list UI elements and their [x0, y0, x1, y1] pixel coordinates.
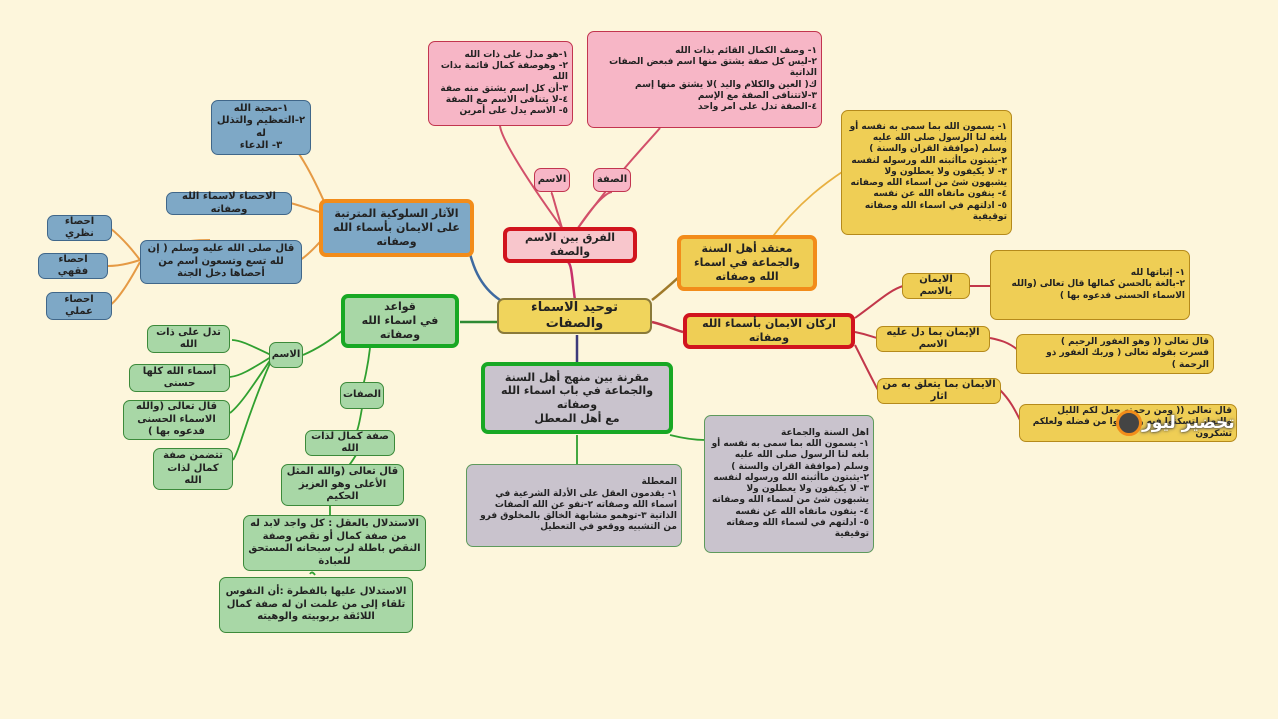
sifat-rule-4[interactable]: الاستدلال عليها بالفطرة :أن النفوس تلقاء… — [219, 577, 413, 633]
ism-rule-1[interactable]: تدل على ذات الله — [147, 325, 230, 353]
sifa-label[interactable]: الصفة — [593, 168, 631, 192]
branch-difference-title[interactable]: الفرق بين الاسم والصفة — [503, 227, 637, 263]
sifat-rule-2[interactable]: قال تعالى (والله المثل الأعلى وهو العزيز… — [281, 464, 404, 506]
muattila-text[interactable]: المعطلة ١- يقدمون العقل على الأدلة الشرع… — [466, 464, 682, 547]
branch-muataqad-title[interactable]: معتقد أهل السنة والجماعة في اسماء الله و… — [677, 235, 817, 291]
ihsa-hadith[interactable]: قال صلى الله عليه وسلم ( إن لله تسع وتسع… — [140, 240, 302, 284]
sifat-rule-1[interactable]: صفة كمال لذات الله — [305, 430, 395, 456]
ihsa-title[interactable]: الاحصاء لاسماء الله وصفاته — [166, 191, 292, 215]
athar-list[interactable]: ١-محبة الله ٢-التعظيم والتذلل له ٣- الدع… — [211, 100, 311, 155]
logo-text: تحضير ليور — [1142, 413, 1235, 433]
ahl-sunna-text[interactable]: اهل السنة والجماعة ١- يسمون الله بما سمى… — [704, 415, 874, 553]
ihsa-fiqhi[interactable]: احصاء فقهي — [38, 253, 108, 279]
ism-rule-4[interactable]: تتضمن صفة كمال لذات الله — [153, 448, 233, 490]
arkan-r2-text[interactable]: قال تعالى (( وهو الغفور الرحيم ) فسرت بق… — [1016, 334, 1214, 374]
arkan-r2-label[interactable]: الإيمان بما دل عليه الاسم — [876, 326, 990, 352]
ism-rule-3[interactable]: قال تعالى (والله الاسماء الحسنى فدعوه به… — [123, 400, 230, 440]
branch-qawaid-title[interactable]: قواعد في اسماء الله وصفاته — [341, 294, 459, 348]
ism-definition[interactable]: ١-هو مدل على ذات الله ٢- وهوصفة كمال قائ… — [428, 41, 573, 126]
ism-rule-2[interactable]: أسماء الله كلها حسنى — [129, 364, 230, 392]
branch-arkan-title[interactable]: اركان الايمان بأسماء الله وصفاته — [683, 313, 855, 349]
arkan-r1-label[interactable]: الايمان بالاسم — [902, 273, 970, 299]
watermark-logo: تحضير ليور — [1112, 404, 1274, 442]
logo-mark-icon — [1116, 410, 1142, 436]
sifat-rule-3[interactable]: الاستدلال بالعقل : كل واجد لابد له من صف… — [243, 515, 426, 571]
sifa-definition[interactable]: ١- وصف الكمال القائم بذات الله ٢-ليس كل … — [587, 31, 822, 128]
ihsa-amali[interactable]: احصاء عملي — [46, 292, 112, 320]
ism-label[interactable]: الاسم — [534, 168, 570, 192]
qawaid-sifat[interactable]: الصفات — [340, 382, 384, 409]
ihsa-nazari[interactable]: احصاء نظري — [47, 215, 112, 241]
muataqad-text[interactable]: ١- يسمون الله بما سمى به نفسه أو بلغه لن… — [841, 110, 1012, 235]
arkan-r1-text[interactable]: ١- إثباتها لله ٢-بالغة بالحسن كمالها قال… — [990, 250, 1190, 320]
branch-athar-title[interactable]: الآثار السلوكية المترتبة على الايمان بأس… — [319, 199, 474, 257]
central-topic[interactable]: توحيد الاسماء والصفات — [497, 298, 652, 334]
qawaid-ism[interactable]: الاسم — [269, 342, 303, 368]
arkan-r3-label[interactable]: الايمان بما يتعلق به من اثار — [877, 378, 1001, 404]
branch-muqarana-title[interactable]: مقرنة بين منهج أهل السنة والجماعة في باب… — [481, 362, 673, 434]
